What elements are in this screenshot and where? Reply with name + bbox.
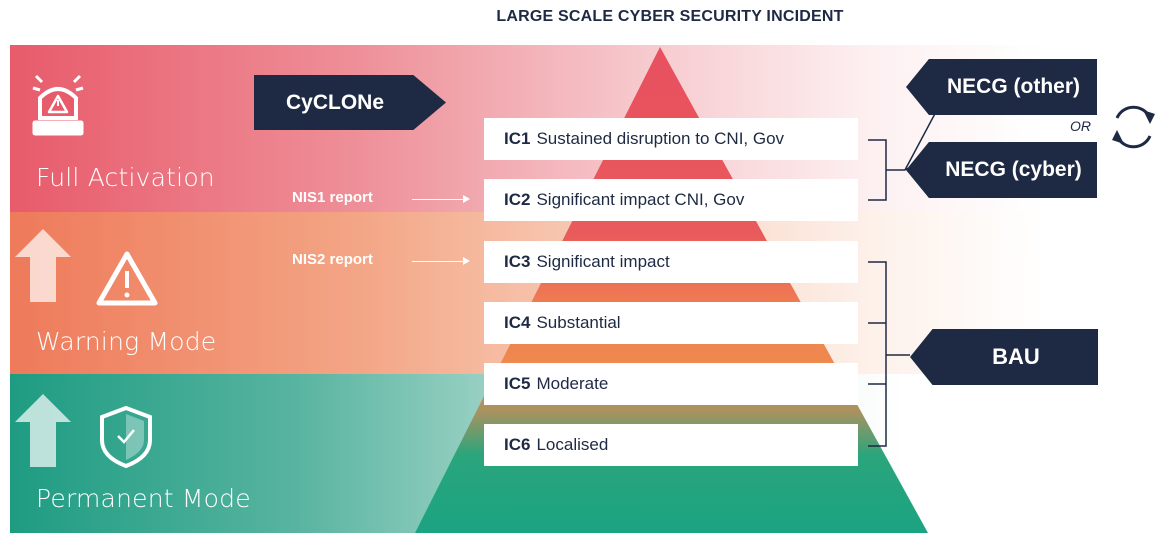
- cyclone-tag: CyCLONe: [254, 75, 446, 130]
- ic-description: Significant impact: [536, 252, 670, 271]
- ic-code: IC6: [504, 435, 531, 454]
- warning-icon: [96, 251, 158, 306]
- nis1-report-arrowhead: [463, 195, 470, 203]
- incident-category-ic5: IC5 Moderate: [484, 363, 858, 405]
- warning-mode-label: Warning Mode: [36, 327, 217, 356]
- ic-code: IC4: [504, 313, 531, 332]
- up-arrow-icon-green: [15, 394, 71, 467]
- incident-category-ic3: IC3 Significant impact: [484, 241, 858, 283]
- ic-description: Moderate: [536, 374, 609, 393]
- cycle-arrowhead-bottom: [1112, 130, 1124, 144]
- nis2-report-label: NIS2 report: [292, 251, 373, 268]
- necg-cyber-tag: NECG (cyber): [906, 142, 1097, 198]
- incident-category-ic6: IC6 Localised: [484, 424, 858, 466]
- ic-code: IC3: [504, 252, 531, 271]
- incident-pyramid: [415, 47, 928, 533]
- permanent-mode-label: Permanent Mode: [36, 484, 251, 513]
- diagram-title: LARGE SCALE CYBER SECURITY INCIDENT: [496, 8, 844, 25]
- cycle-arrowhead-top: [1143, 110, 1155, 124]
- full-activation-label: Full Activation: [36, 163, 215, 192]
- bau-bracket: [868, 261, 910, 447]
- siren-icon: [32, 74, 84, 136]
- ic-description: Significant impact CNI, Gov: [536, 190, 745, 209]
- nis2-report-arrowhead: [463, 257, 470, 265]
- ic-code: IC1: [504, 129, 531, 148]
- ic-description: Sustained disruption to CNI, Gov: [536, 129, 785, 148]
- nis2-report-arrow-line: [412, 261, 464, 262]
- nis1-report-label: NIS1 report: [292, 189, 373, 206]
- ic-code: IC5: [504, 374, 531, 393]
- incident-category-ic2: IC2 Significant impact CNI, Gov: [484, 179, 858, 221]
- nis1-report-arrow-line: [412, 199, 464, 200]
- incident-category-ic4: IC4 Substantial: [484, 302, 858, 344]
- ic-description: Localised: [536, 435, 609, 454]
- bau-tag: BAU: [910, 329, 1098, 385]
- shield-check-icon: [100, 405, 152, 469]
- ic-description: Substantial: [536, 313, 621, 332]
- ic-code: IC2: [504, 190, 531, 209]
- up-arrow-icon: [15, 229, 71, 302]
- necg-other-tag: NECG (other): [906, 59, 1097, 115]
- incident-category-ic1: IC1 Sustained disruption to CNI, Gov: [484, 118, 858, 160]
- or-label: OR: [1070, 118, 1091, 134]
